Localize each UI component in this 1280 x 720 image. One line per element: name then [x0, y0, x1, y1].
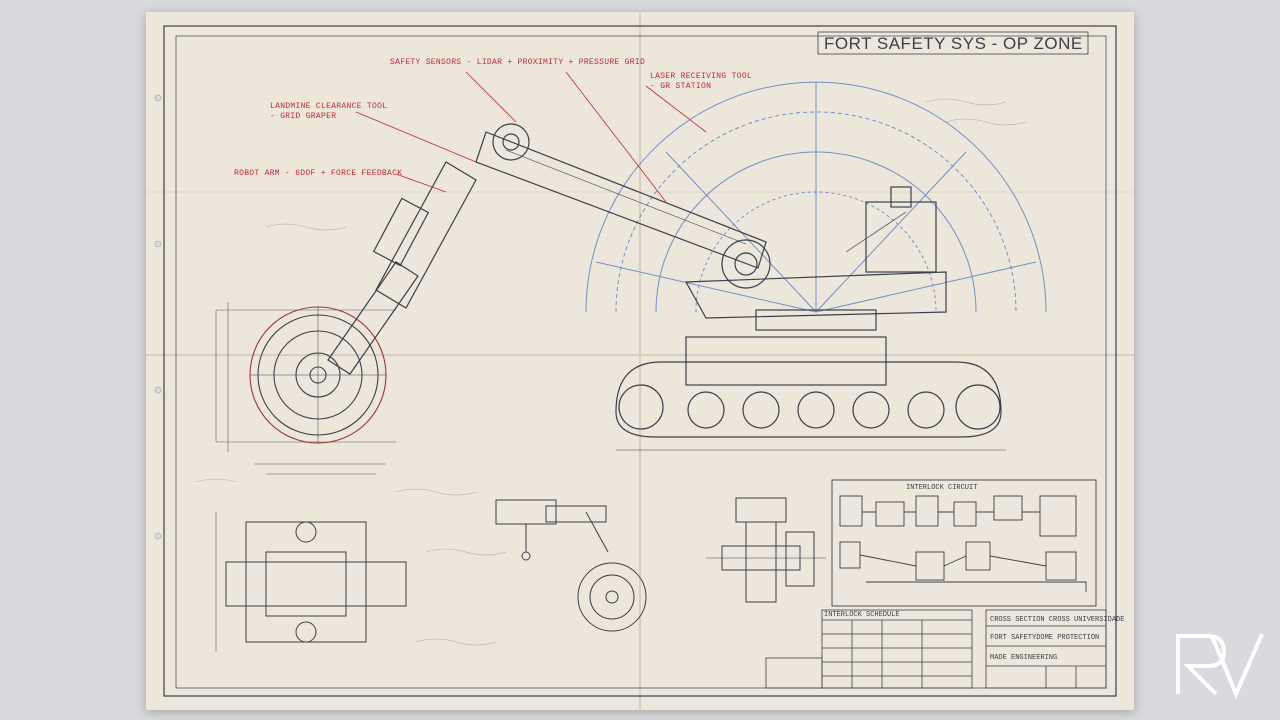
title-block-row-1: CROSS SECTION CROSS UNIVERSIDADE	[990, 616, 1125, 624]
interlock-circuit-label: INTERLOCK CIRCUIT	[906, 484, 978, 492]
interlock-schedule-label: INTERLOCK SCHEDULE	[824, 611, 900, 619]
callout-leader-lines	[355, 71, 707, 203]
callout-robot-arm: ROBOT ARM - 6DOF + FORCE FEEDBACK	[234, 169, 403, 178]
callout-clearance-tool-sub: - GRID GRAPER	[270, 112, 337, 121]
blueprint-drawing	[146, 12, 1134, 710]
callout-safety-sensors: SAFETY SENSORS - LIDAR + PROXIMITY + PRE…	[390, 58, 646, 67]
callout-clearance-tool: LANDMINE CLEARANCE TOOL	[270, 102, 388, 111]
tracked-chassis	[615, 336, 1006, 451]
callout-laser-tool-sub: - GR STATION	[650, 82, 712, 91]
interlock-circuit-panel	[831, 479, 1097, 607]
blueprint-sheet: FORT SAFETY SYS - OP ZONE SAFETY SENSORS…	[146, 12, 1134, 710]
title-block-tables	[765, 609, 1107, 689]
safety-dome-arcs	[585, 81, 1047, 313]
pencil-annotations	[195, 98, 1027, 646]
inner-border	[175, 35, 1107, 689]
plan-view-detail	[215, 512, 407, 652]
clearance-saw-wheel	[249, 306, 387, 444]
arm-detail-view	[495, 499, 647, 632]
rv-monogram-logo	[1176, 633, 1264, 700]
title-block-row-2: FORT SAFETYDOME PROTECTION	[990, 634, 1100, 642]
wheel-dimension-lines	[215, 302, 396, 475]
title-box	[817, 31, 1089, 55]
callout-laser-tool: LASER RECEIVING TOOL	[650, 72, 753, 81]
robot-arm	[327, 123, 947, 375]
title-block-row-3: MADE ENGINEERING	[990, 654, 1058, 662]
drawing-title: FORT SAFETY SYS - OP ZONE	[824, 34, 1083, 53]
gear-assembly-detail	[706, 497, 826, 603]
outer-border	[163, 25, 1117, 697]
binder-holes	[154, 94, 162, 540]
